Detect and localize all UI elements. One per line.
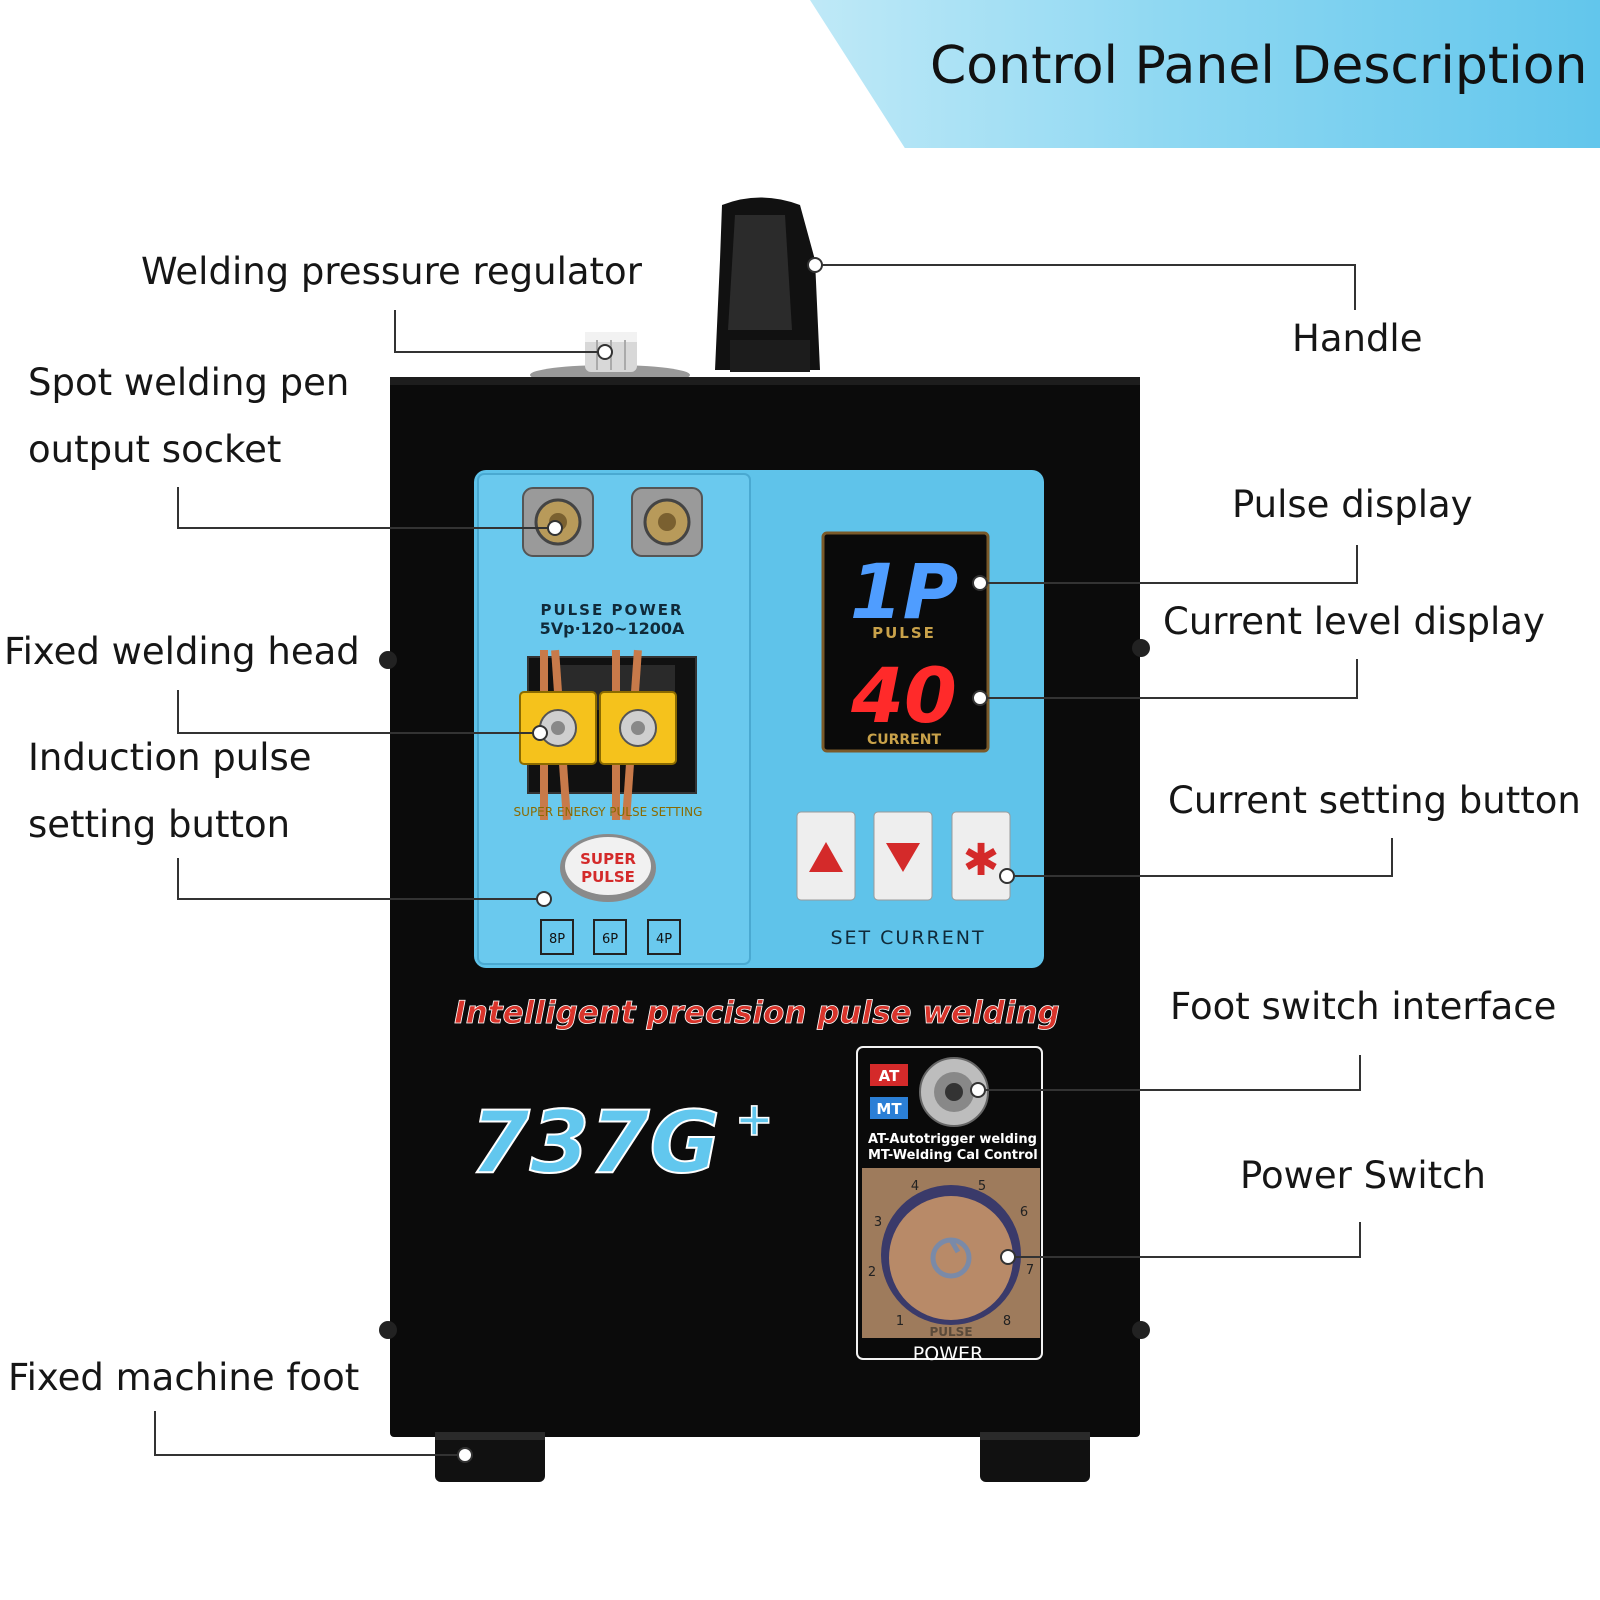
label-spot-welding-pen-line2: output socket bbox=[28, 428, 282, 471]
welding-head-clamp-left bbox=[519, 691, 597, 765]
dot-pulse-display bbox=[972, 575, 988, 591]
svg-text:✱: ✱ bbox=[963, 835, 1000, 886]
slogan: Intelligent precision pulse welding bbox=[454, 995, 1059, 1031]
pulse-display-value: 1P bbox=[850, 547, 959, 636]
output-socket-right bbox=[631, 487, 703, 557]
svg-text:6: 6 bbox=[1020, 1205, 1028, 1220]
svg-text:5: 5 bbox=[978, 1179, 986, 1194]
machine-foot-right bbox=[980, 1432, 1090, 1482]
pulse-caption: PULSE bbox=[872, 624, 936, 642]
dot-induction-pulse bbox=[536, 891, 552, 907]
svg-text:7: 7 bbox=[1026, 1263, 1034, 1278]
current-caption: CURRENT bbox=[867, 732, 941, 748]
foot-switch-socket bbox=[919, 1057, 989, 1127]
page-title: Control Panel Description bbox=[930, 36, 1588, 96]
pulse-option-4p: 4P bbox=[647, 919, 681, 955]
current-down-button bbox=[873, 811, 933, 901]
current-up-button bbox=[796, 811, 856, 901]
label-power-switch: Power Switch bbox=[1240, 1154, 1486, 1197]
handle-grip bbox=[715, 197, 820, 372]
dot-current-setting bbox=[999, 868, 1015, 884]
power-label: POWER bbox=[913, 1343, 983, 1365]
pulse-power-spec: 5Vp·120~1200A bbox=[540, 619, 685, 638]
label-fixed-welding-head: Fixed welding head bbox=[4, 630, 360, 673]
dot-power-switch bbox=[1000, 1249, 1016, 1265]
svg-text:8P: 8P bbox=[549, 932, 565, 947]
power-dial bbox=[881, 1185, 1021, 1325]
model-suffix: + bbox=[735, 1092, 774, 1146]
header-banner bbox=[810, 0, 1600, 148]
svg-text:SUPER: SUPER bbox=[580, 850, 636, 868]
label-welding-pressure-regulator: Welding pressure regulator bbox=[141, 250, 642, 293]
current-display-value: 40 bbox=[850, 651, 957, 740]
svg-text:4P: 4P bbox=[656, 932, 672, 947]
dot-handle bbox=[807, 257, 823, 273]
at-description: AT-Autotrigger welding bbox=[868, 1132, 1037, 1147]
svg-text:3: 3 bbox=[874, 1215, 882, 1230]
welding-head-clamp-right bbox=[599, 691, 677, 765]
label-spot-welding-pen-line1: Spot welding pen bbox=[28, 361, 350, 404]
svg-text:2: 2 bbox=[868, 1265, 876, 1280]
svg-text:6P: 6P bbox=[602, 932, 618, 947]
label-handle: Handle bbox=[1292, 317, 1423, 360]
dial-scale-numbers: 1 2 3 4 5 6 7 8 bbox=[868, 1179, 1034, 1329]
dot-foot-switch bbox=[970, 1082, 986, 1098]
label-induction-pulse-line1: Induction pulse bbox=[28, 736, 312, 779]
pulse-power-title: PULSE POWER bbox=[540, 601, 683, 619]
label-current-level-display: Current level display bbox=[1163, 600, 1545, 643]
dot-machine-foot bbox=[457, 1447, 473, 1463]
set-current-label: SET CURRENT bbox=[830, 927, 985, 949]
current-set-button: ✱ bbox=[951, 811, 1011, 901]
dial-caption: PULSE bbox=[929, 1325, 972, 1339]
dot-current-level-display bbox=[972, 690, 988, 706]
dot-output-socket bbox=[547, 520, 563, 536]
svg-text:1: 1 bbox=[896, 1314, 904, 1329]
svg-text:4: 4 bbox=[911, 1179, 919, 1194]
label-pulse-display: Pulse display bbox=[1232, 483, 1473, 526]
label-induction-pulse-line2: setting button bbox=[28, 803, 291, 846]
pulse-option-6p: 6P bbox=[593, 919, 627, 955]
label-foot-switch-interface: Foot switch interface bbox=[1170, 985, 1557, 1028]
at-badge: AT bbox=[879, 1067, 900, 1085]
svg-text:8: 8 bbox=[1003, 1314, 1011, 1329]
machine-foot-left bbox=[435, 1432, 545, 1482]
super-pulse-button: SUPER PULSE bbox=[560, 834, 656, 902]
display-housing bbox=[821, 531, 990, 753]
label-current-setting-button: Current setting button bbox=[1168, 779, 1581, 822]
label-fixed-machine-foot: Fixed machine foot bbox=[8, 1356, 360, 1399]
model-name: 737G bbox=[470, 1093, 720, 1193]
super-energy-pulse-setting: SUPER ENERGY PULSE SETTING bbox=[514, 805, 703, 819]
dot-fixed-welding-head bbox=[532, 725, 548, 741]
mt-badge: MT bbox=[876, 1100, 902, 1118]
svg-text:PULSE: PULSE bbox=[581, 868, 635, 886]
dot-pressure-regulator bbox=[597, 344, 613, 360]
pulse-option-8p: 8P bbox=[540, 919, 574, 955]
mt-description: MT-Welding Cal Control bbox=[868, 1148, 1038, 1163]
